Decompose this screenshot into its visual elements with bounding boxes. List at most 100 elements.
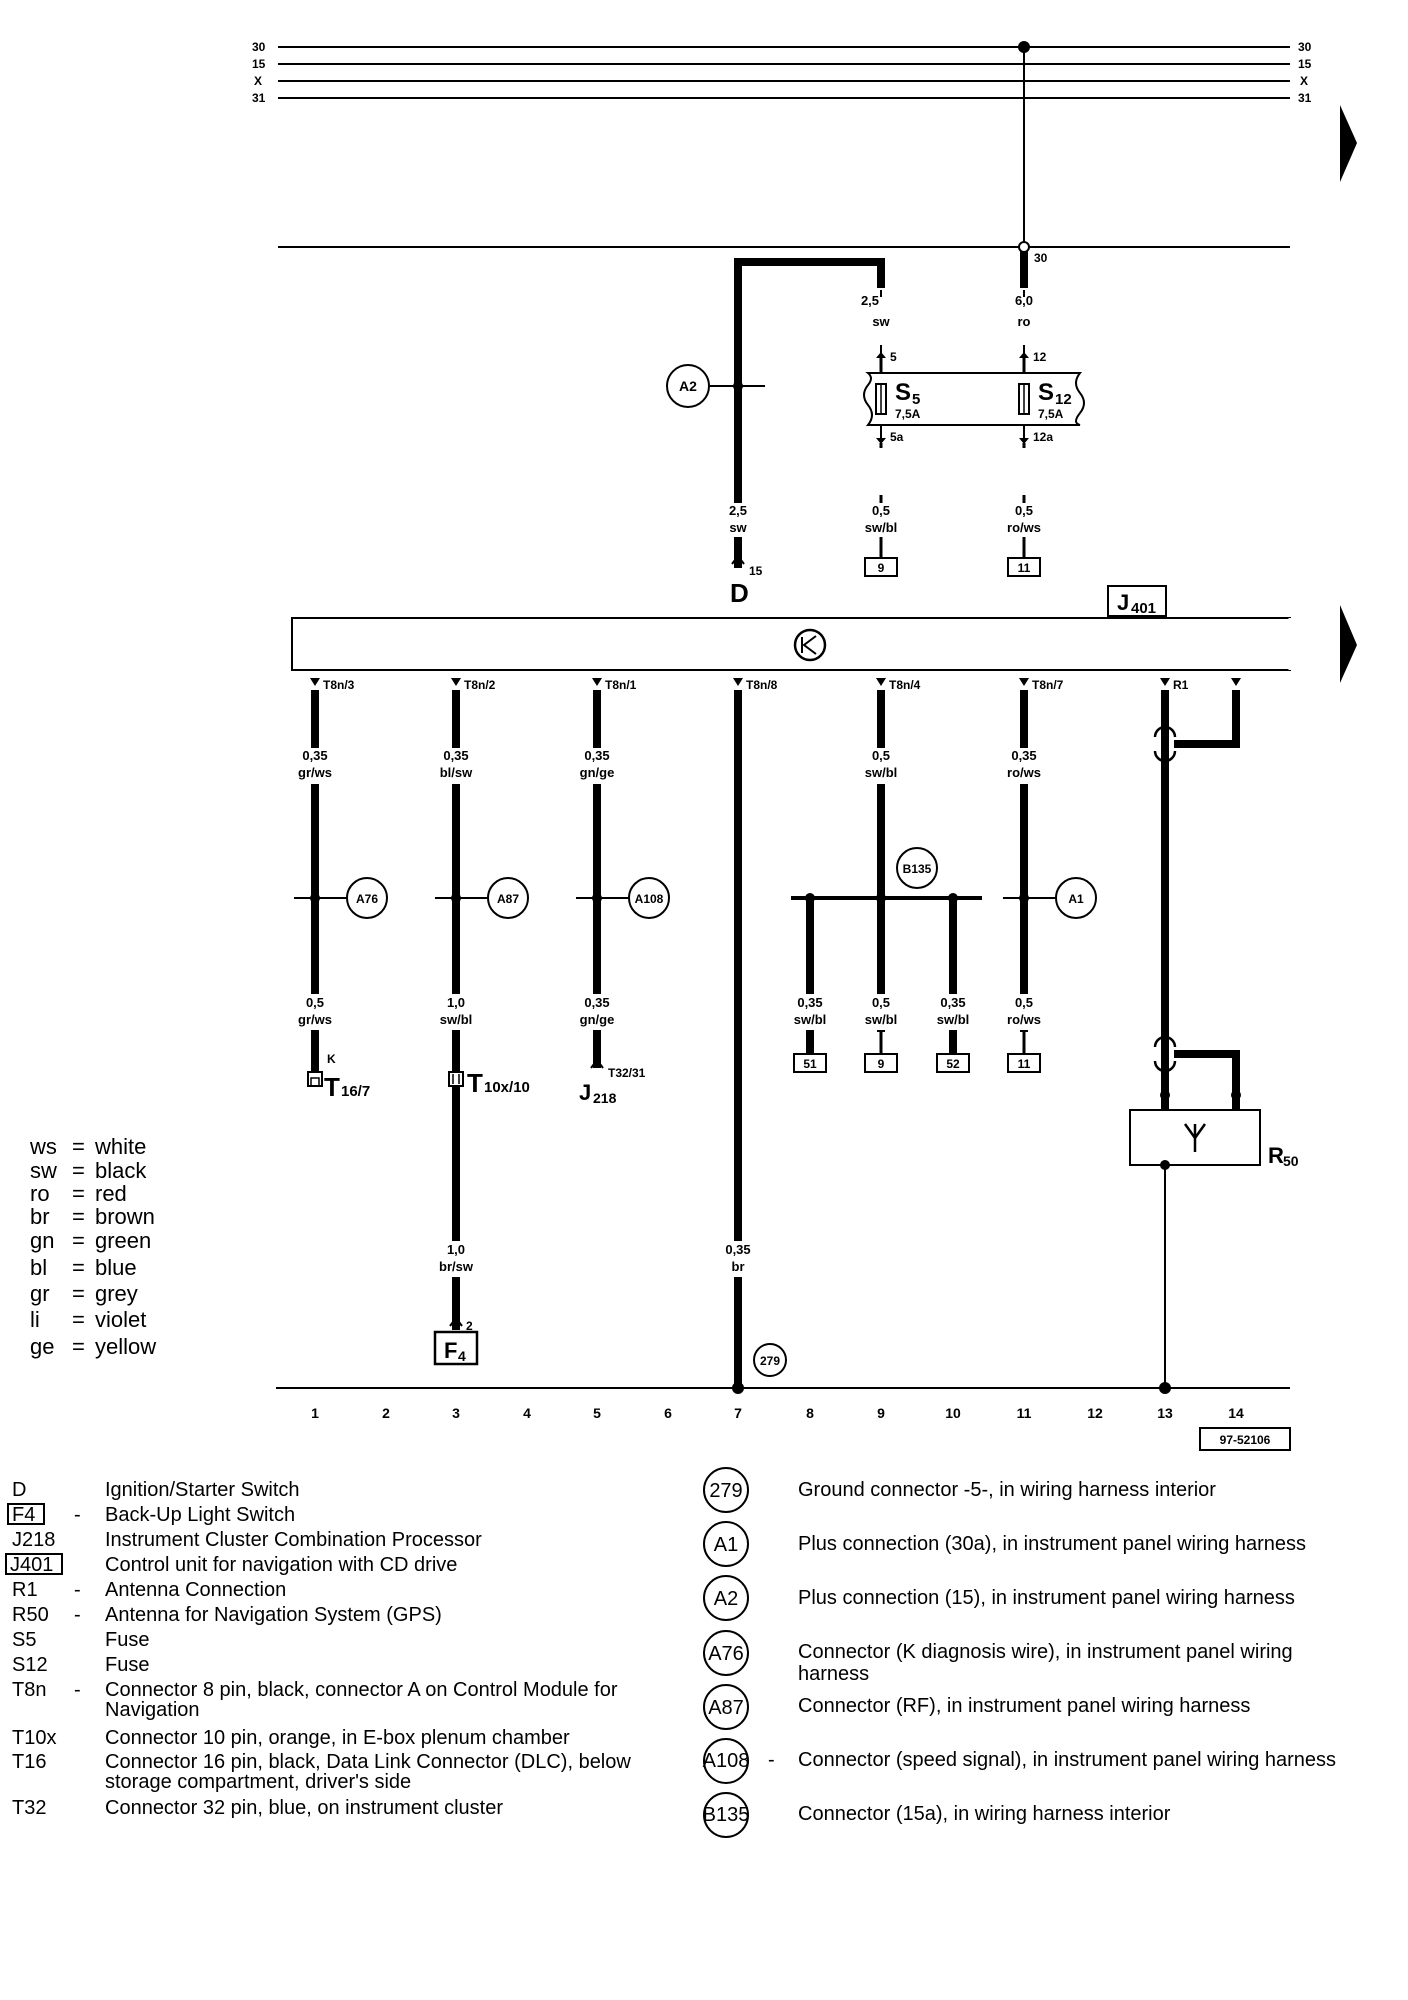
legend-conn-a2-desc: Plus connection (15), in instrument pane…	[798, 1587, 1295, 1609]
ground-279-circle	[753, 1343, 787, 1377]
module-j401-name: J	[1117, 590, 1129, 615]
t16-sub: 16/7	[341, 1083, 370, 1100]
legend-desc-s12: Fuse	[105, 1654, 149, 1676]
svg-text:violet: violet	[95, 1307, 146, 1332]
wire-9-lower-gauge: 0,5	[872, 995, 890, 1010]
wire-51-color: sw/bl	[794, 1012, 827, 1027]
legend-desc-r1: Antenna Connection	[105, 1579, 286, 1601]
connection-a2-circle	[666, 364, 710, 408]
t16-pin-label: K	[327, 1052, 336, 1066]
fuse-s5-rating: 7,5A	[895, 407, 921, 421]
svg-text:white: white	[94, 1134, 146, 1159]
connection-a76-label: A76	[356, 892, 378, 906]
wire-9-lower-color: sw/bl	[865, 1012, 898, 1027]
wire-t8n1-color: gn/ge	[580, 765, 615, 780]
connection-a1-label: A1	[1068, 892, 1084, 906]
svg-text:=: =	[72, 1204, 85, 1229]
pin-t8n-3: T8n/3	[323, 678, 355, 692]
wire-d-color: sw	[729, 520, 747, 535]
legend-code-r1: R1	[12, 1579, 38, 1601]
svg-text:sw: sw	[30, 1158, 57, 1183]
wire-t16-color: gr/ws	[298, 1012, 332, 1027]
connection-a108-label: A108	[635, 892, 664, 906]
wire-f4-gauge: 1,0	[447, 1242, 465, 1257]
svg-text:12: 12	[1087, 1405, 1103, 1421]
connection-a1-circle	[1055, 877, 1097, 919]
legend-conn-a108: A108	[703, 1750, 750, 1772]
module-j401-box	[291, 617, 1291, 671]
svg-text:yellow: yellow	[95, 1334, 156, 1359]
wire-51-gauge: 0,35	[797, 995, 822, 1010]
wire-t16-gauge: 0,5	[306, 995, 324, 1010]
module-j401-sub: 401	[1131, 600, 1156, 617]
ref-box-52	[936, 1053, 970, 1073]
drawing-number-box	[1199, 1427, 1291, 1451]
legend-desc-j218: Instrument Cluster Combination Processor	[105, 1529, 482, 1551]
svg-text:gr: gr	[30, 1281, 50, 1306]
ref-51-label: 51	[803, 1057, 817, 1071]
f4-pin-label: 2	[466, 1319, 473, 1333]
ref-11-lower-label: 11	[1018, 1057, 1031, 1071]
terminal-30-junction	[1018, 241, 1030, 253]
power-rails	[278, 46, 1290, 248]
svg-text:-: -	[74, 1504, 81, 1526]
legend-desc-f4: Back-Up Light Switch	[105, 1504, 295, 1526]
legend-conn-a1-desc: Plus connection (30a), in instrument pan…	[798, 1533, 1306, 1555]
s12-pin-top: 12	[1033, 350, 1047, 364]
wire-t32-color: gn/ge	[580, 1012, 615, 1027]
svg-text:-: -	[768, 1749, 775, 1771]
fuse-s12-rating: 7,5A	[1038, 407, 1064, 421]
connection-a76-circle	[346, 877, 388, 919]
splice-dots	[310, 893, 1029, 903]
legend-desc-j401: Control unit for navigation with CD driv…	[105, 1554, 457, 1576]
terminal-30-label: 30	[1034, 251, 1048, 265]
connection-a2-label: A2	[679, 378, 697, 394]
legend-conn-a76-desc: Connector (K diagnosis wire), in instrum…	[798, 1641, 1293, 1663]
legend-desc-r50: Antenna for Navigation System (GPS)	[105, 1604, 442, 1626]
connection-b135-circle	[896, 847, 938, 889]
ref-box-11-upper	[1007, 557, 1041, 577]
svg-text:-: -	[74, 1579, 81, 1601]
pin-t8n-8: T8n/8	[746, 678, 778, 692]
ignition-pin-label: 15	[749, 564, 763, 578]
rail-label-31-right: 31	[1298, 91, 1312, 105]
svg-text:14: 14	[1228, 1405, 1244, 1421]
wire-d-gauge: 2,5	[729, 503, 747, 518]
ground-279-label: 279	[760, 1354, 780, 1368]
legend-conn-b135-desc: Connector (15a), in wiring harness inter…	[798, 1803, 1171, 1825]
svg-text:green: green	[95, 1228, 151, 1253]
svg-text:bl: bl	[30, 1255, 47, 1280]
legend-code-t10x: T10x	[12, 1727, 56, 1749]
f4-name: F	[444, 1338, 457, 1363]
rail-label-15-right: 15	[1298, 57, 1312, 71]
continuation-arrow-mid	[1340, 605, 1357, 683]
legend-conn-a87: A87	[708, 1697, 744, 1719]
svg-text:=: =	[72, 1181, 85, 1206]
wire-9-gauge: 0,5	[872, 503, 890, 518]
pin-t8n-1: T8n/1	[605, 678, 637, 692]
component-legend: D Ignition/Starter Switch F4 - Back-Up L…	[5, 1479, 631, 1819]
wire-t32-gauge: 0,35	[584, 995, 609, 1010]
wire-ground-color: br	[732, 1259, 745, 1274]
t10-sub: 10x/10	[484, 1079, 530, 1096]
wire-f4-color: br/sw	[439, 1259, 474, 1274]
legend-code-t32: T32	[12, 1797, 46, 1819]
wire-t8n3-gauge: 0,35	[302, 748, 327, 763]
svg-text:8: 8	[806, 1405, 814, 1421]
ref-box-11-lower	[1007, 1053, 1041, 1073]
svg-text:harness: harness	[798, 1663, 869, 1685]
svg-text:3: 3	[452, 1405, 460, 1421]
wire-6-0-color: ro	[1018, 314, 1031, 329]
position-scale: 1 2 3 4 5 6 7 8 9 10 11 12 13 14	[311, 1405, 1244, 1421]
svg-text:11: 11	[1017, 1405, 1032, 1421]
wire-t10-gauge: 1,0	[447, 995, 465, 1010]
wire-52-color: sw/bl	[937, 1012, 970, 1027]
antenna-r50-name: R	[1268, 1143, 1284, 1168]
color-legend: ws=white sw=black ro=red br=brown gn=gre…	[29, 1134, 156, 1359]
pin-t8n-2: T8n/2	[464, 678, 496, 692]
legend-desc-t32: Connector 32 pin, blue, on instrument cl…	[105, 1797, 503, 1819]
t10-name: T	[467, 1068, 483, 1098]
legend-conn-a1: A1	[714, 1534, 738, 1556]
ref-11-upper-label: 11	[1018, 561, 1031, 575]
